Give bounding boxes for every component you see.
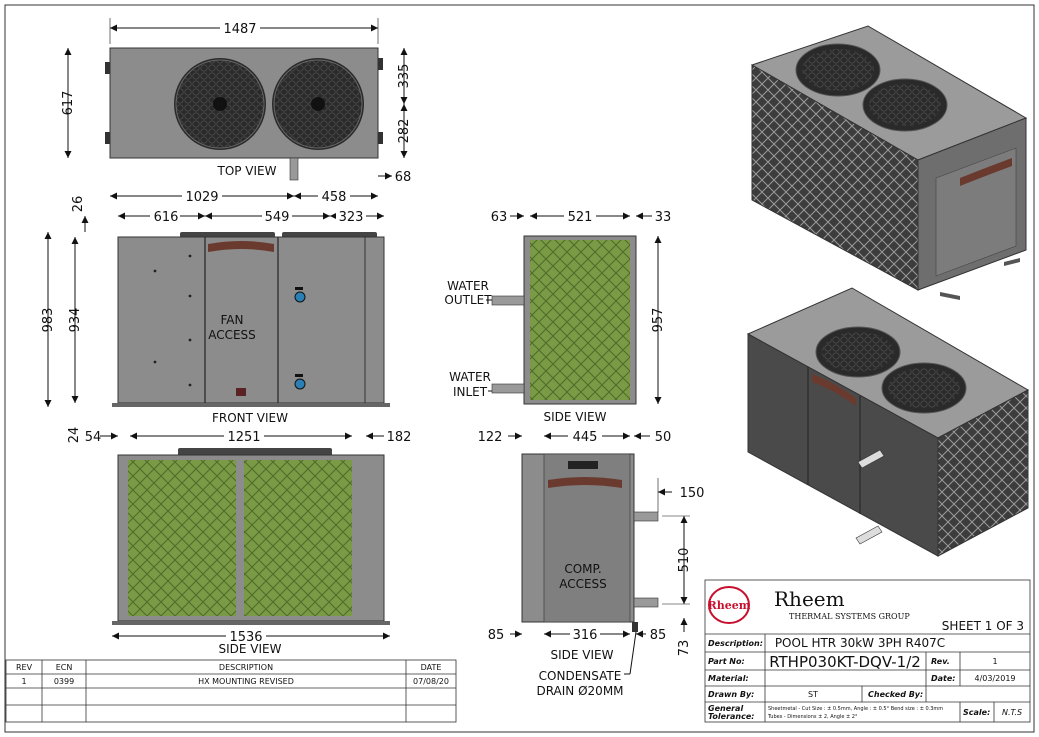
water-outlet-label: OUTLET bbox=[444, 293, 492, 307]
dim-side-right: 182 bbox=[387, 430, 412, 445]
side-view-comp bbox=[521, 453, 659, 632]
sheet-number: SHEET 1 OF 3 bbox=[942, 619, 1024, 633]
title-block bbox=[704, 579, 1031, 723]
water-outlet-label: WATER bbox=[447, 279, 489, 293]
top-view-label: TOP VIEW bbox=[216, 164, 276, 178]
dim-top-fan-offset: 335 bbox=[397, 64, 412, 89]
rev-header-rev: REV bbox=[16, 663, 33, 672]
rev-header-date: DATE bbox=[421, 663, 442, 672]
condensate-label: DRAIN Ø20MM bbox=[536, 684, 623, 698]
dim-pipe-side: 68 bbox=[395, 170, 412, 185]
rev-label: Rev. bbox=[931, 657, 950, 666]
dim-comp-base-span: 316 bbox=[573, 628, 598, 643]
water-inlet-label: INLET bbox=[453, 385, 488, 399]
dim-side-span: 1251 bbox=[227, 430, 260, 445]
dim-comp-top-pipe: 150 bbox=[680, 486, 705, 501]
dim-coil-right: 33 bbox=[655, 210, 672, 225]
dim-coil-left: 63 bbox=[491, 210, 508, 225]
date-label: Date: bbox=[931, 674, 956, 683]
dim-top-width: 1487 bbox=[223, 22, 256, 37]
dim-side-total: 1536 bbox=[229, 630, 262, 645]
company-group: THERMAL SYSTEMS GROUP bbox=[789, 612, 910, 621]
dim-pipe-right: 458 bbox=[322, 190, 347, 205]
side-view-label: SIDE VIEW bbox=[551, 648, 614, 662]
description-label: Description: bbox=[708, 639, 763, 648]
tolerance-value: Tubes - Dimensions ± 2, Angle ± 2° bbox=[767, 714, 858, 720]
dim-comp-bottom-pipe: 73 bbox=[677, 640, 692, 657]
dim-front-seg2: 549 bbox=[265, 210, 290, 225]
dim-comp-right: 50 bbox=[655, 430, 672, 445]
dim-comp-base-left: 85 bbox=[488, 628, 505, 643]
dim-coil-width: 521 bbox=[568, 210, 593, 225]
rev-value: 1 bbox=[992, 657, 997, 666]
dim-top-depth: 617 bbox=[61, 91, 76, 116]
fan-icon bbox=[272, 58, 364, 150]
scale-value: N.T.S bbox=[1002, 708, 1022, 717]
dim-comp-left: 122 bbox=[478, 430, 503, 445]
description-value: POOL HTR 30kW 3PH R407C bbox=[775, 636, 945, 650]
comp-access-label: COMP. bbox=[564, 562, 601, 576]
fan-access-label: FAN bbox=[221, 313, 244, 327]
dim-top-rear-offset: 282 bbox=[397, 119, 412, 144]
water-inlet-label: WATER bbox=[449, 370, 491, 384]
dim-front-seg1: 616 bbox=[154, 210, 179, 225]
dim-comp-pipe-spacing: 510 bbox=[677, 548, 692, 573]
water-connection-icon bbox=[294, 291, 306, 303]
front-view bbox=[112, 232, 390, 407]
isometric-view-rear bbox=[750, 25, 1028, 300]
revision-table bbox=[5, 659, 457, 723]
tolerance-label: Tolerance: bbox=[708, 712, 755, 721]
rev-cell: HX MOUNTING REVISED bbox=[198, 677, 294, 686]
top-view bbox=[105, 47, 383, 181]
side-view-label: SIDE VIEW bbox=[544, 410, 607, 424]
rev-cell: 0399 bbox=[54, 677, 74, 686]
drawn-value: ST bbox=[808, 690, 818, 699]
side-view-label: SIDE VIEW bbox=[219, 642, 282, 656]
water-connection-icon bbox=[294, 378, 306, 390]
dim-front-base: 24 bbox=[67, 427, 82, 444]
date-value: 4/03/2019 bbox=[974, 674, 1015, 683]
dim-front-body-height: 934 bbox=[68, 308, 83, 333]
company-name: Rheem bbox=[774, 587, 845, 611]
fan-icon bbox=[174, 58, 266, 150]
dim-coil-height: 957 bbox=[651, 308, 666, 333]
condensate-label: CONDENSATE bbox=[539, 669, 622, 683]
scale-label: Scale: bbox=[963, 708, 990, 717]
rev-header-description: DESCRIPTION bbox=[219, 663, 273, 672]
fan-access-label: ACCESS bbox=[208, 328, 256, 342]
dim-front-seg3: 323 bbox=[339, 210, 364, 225]
tolerance-label: General bbox=[708, 704, 743, 713]
comp-access-label: ACCESS bbox=[559, 577, 607, 591]
front-view-label: FRONT VIEW bbox=[212, 411, 288, 425]
dim-front-top-offset: 26 bbox=[71, 196, 86, 213]
dim-comp-base-right: 85 bbox=[650, 628, 667, 643]
drawn-label: Drawn By: bbox=[708, 690, 754, 699]
svg-text:Rheem: Rheem bbox=[708, 599, 751, 612]
material-label: Material: bbox=[708, 674, 749, 683]
dim-side-left: 54 bbox=[85, 430, 102, 445]
part-value: RTHP030KT-DQV-1/2 bbox=[769, 653, 921, 671]
side-view-coil-end bbox=[491, 235, 637, 405]
rev-cell: 1 bbox=[21, 677, 26, 686]
part-label: Part No: bbox=[708, 657, 745, 666]
checked-label: Checked By: bbox=[868, 690, 923, 699]
tolerance-value: Sheetmetal - Cut Size : ± 0.5mm, Angle :… bbox=[768, 706, 943, 712]
sheet-border bbox=[4, 4, 1035, 733]
dim-pipe-left: 1029 bbox=[185, 190, 218, 205]
isometric-view-front bbox=[746, 287, 1030, 557]
side-view-coil bbox=[112, 448, 390, 625]
rev-cell: 07/08/20 bbox=[413, 677, 449, 686]
rheem-logo-icon: Rheem bbox=[708, 586, 751, 624]
dim-front-height: 983 bbox=[41, 308, 56, 333]
rev-header-ecn: ECN bbox=[56, 663, 73, 672]
dim-comp-span: 445 bbox=[573, 430, 598, 445]
